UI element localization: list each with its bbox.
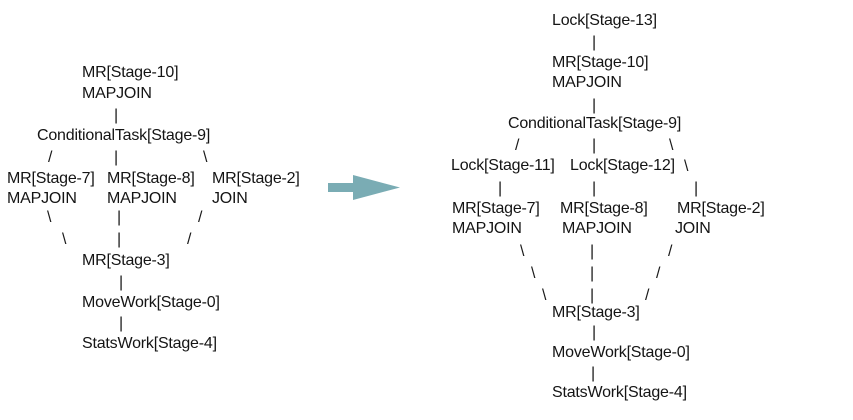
node-mr-stage-10: MR[Stage-10] — [82, 64, 179, 81]
node-mr-stage-8-operator: MAPJOIN — [562, 220, 632, 237]
node-mr-stage-2: MR[Stage-2] — [212, 170, 300, 187]
node-mr-stage-8: MR[Stage-8] — [560, 200, 648, 217]
node-conditional-task-stage-9: ConditionalTask[Stage-9] — [508, 115, 682, 132]
edge-stage10-to-stage9: | — [114, 107, 118, 124]
edge-stage7-to-stage3-dash-1: \ — [520, 243, 525, 260]
edge-stage10-to-stage9: | — [592, 97, 596, 114]
edge-stage9-to-stage2-dash-3: | — [694, 180, 698, 197]
node-lock-stage-12: Lock[Stage-12] — [570, 157, 675, 174]
node-mr-stage-2-operator: JOIN — [212, 190, 248, 207]
node-mr-stage-7: MR[Stage-7] — [452, 200, 540, 217]
edge-stage0-to-stage4: | — [591, 365, 595, 382]
edge-stage9-to-lock12: | — [592, 137, 596, 154]
edge-stage13-to-stage10: | — [592, 34, 596, 51]
node-mr-stage-7-operator: MAPJOIN — [452, 220, 522, 237]
edge-stage2-to-stage3-dash-2: / — [656, 265, 661, 282]
node-mr-stage-10-operator: MAPJOIN — [82, 85, 152, 102]
edge-lock12-to-stage8: | — [592, 180, 596, 197]
edge-stage3-to-stage0: | — [119, 274, 123, 291]
edge-stage3-to-stage0: | — [592, 324, 596, 341]
edge-stage8-to-stage3-dash-2: | — [590, 265, 594, 282]
edge-stage7-to-stage3-dash-1: \ — [47, 209, 52, 226]
edge-stage8-to-stage3-dash-1: | — [117, 209, 121, 226]
node-mr-stage-7-operator: MAPJOIN — [7, 190, 77, 207]
node-mr-stage-10: MR[Stage-10] — [552, 54, 649, 71]
edge-stage7-to-stage3-dash-2: \ — [531, 265, 536, 282]
node-mr-stage-2: MR[Stage-2] — [677, 200, 765, 217]
edge-stage8-to-stage3-dash-2: | — [117, 231, 121, 248]
node-conditional-task-stage-9: ConditionalTask[Stage-9] — [37, 127, 211, 144]
node-lock-stage-13: Lock[Stage-13] — [552, 12, 657, 29]
transform-arrow — [328, 172, 403, 202]
node-mr-stage-8-operator: MAPJOIN — [107, 190, 177, 207]
right-arrow-icon — [328, 175, 400, 200]
node-mr-stage-8: MR[Stage-8] — [107, 170, 195, 187]
node-mr-stage-7: MR[Stage-7] — [7, 170, 95, 187]
node-mr-stage-3: MR[Stage-3] — [82, 252, 170, 269]
edge-stage9-to-stage2: \ — [203, 149, 208, 166]
edge-stage2-to-stage3-dash-1: / — [198, 209, 203, 226]
node-stats-work-stage-4: StatsWork[Stage-4] — [82, 335, 217, 352]
node-move-work-stage-0: MoveWork[Stage-0] — [82, 294, 220, 311]
node-move-work-stage-0: MoveWork[Stage-0] — [552, 344, 690, 361]
edge-stage8-to-stage3-dash-3: | — [590, 287, 594, 304]
edge-stage7-to-stage3-dash-2: \ — [62, 231, 67, 248]
edge-stage2-to-stage3-dash-3: / — [645, 287, 650, 304]
edge-stage2-to-stage3-dash-1: / — [668, 243, 673, 260]
node-mr-stage-3: MR[Stage-3] — [552, 304, 640, 321]
edge-stage7-to-stage3-dash-3: \ — [542, 287, 547, 304]
edge-stage9-to-stage8: | — [114, 149, 118, 166]
edge-stage9-to-stage2-dash-1: \ — [669, 137, 674, 154]
node-lock-stage-11: Lock[Stage-11] — [451, 157, 555, 174]
node-mr-stage-2-operator: JOIN — [675, 220, 711, 237]
edge-lock11-to-stage7: | — [498, 180, 502, 197]
edge-stage0-to-stage4: | — [119, 315, 123, 332]
node-stats-work-stage-4: StatsWork[Stage-4] — [552, 384, 687, 401]
edge-stage2-to-stage3-dash-2: / — [187, 231, 192, 248]
edge-stage8-to-stage3-dash-1: | — [590, 243, 594, 260]
edge-stage9-to-lock11: / — [515, 137, 520, 154]
edge-stage9-to-stage7: / — [48, 149, 53, 166]
node-mr-stage-10-operator: MAPJOIN — [552, 74, 622, 91]
edge-stage9-to-stage2-dash-2: \ — [684, 158, 689, 175]
